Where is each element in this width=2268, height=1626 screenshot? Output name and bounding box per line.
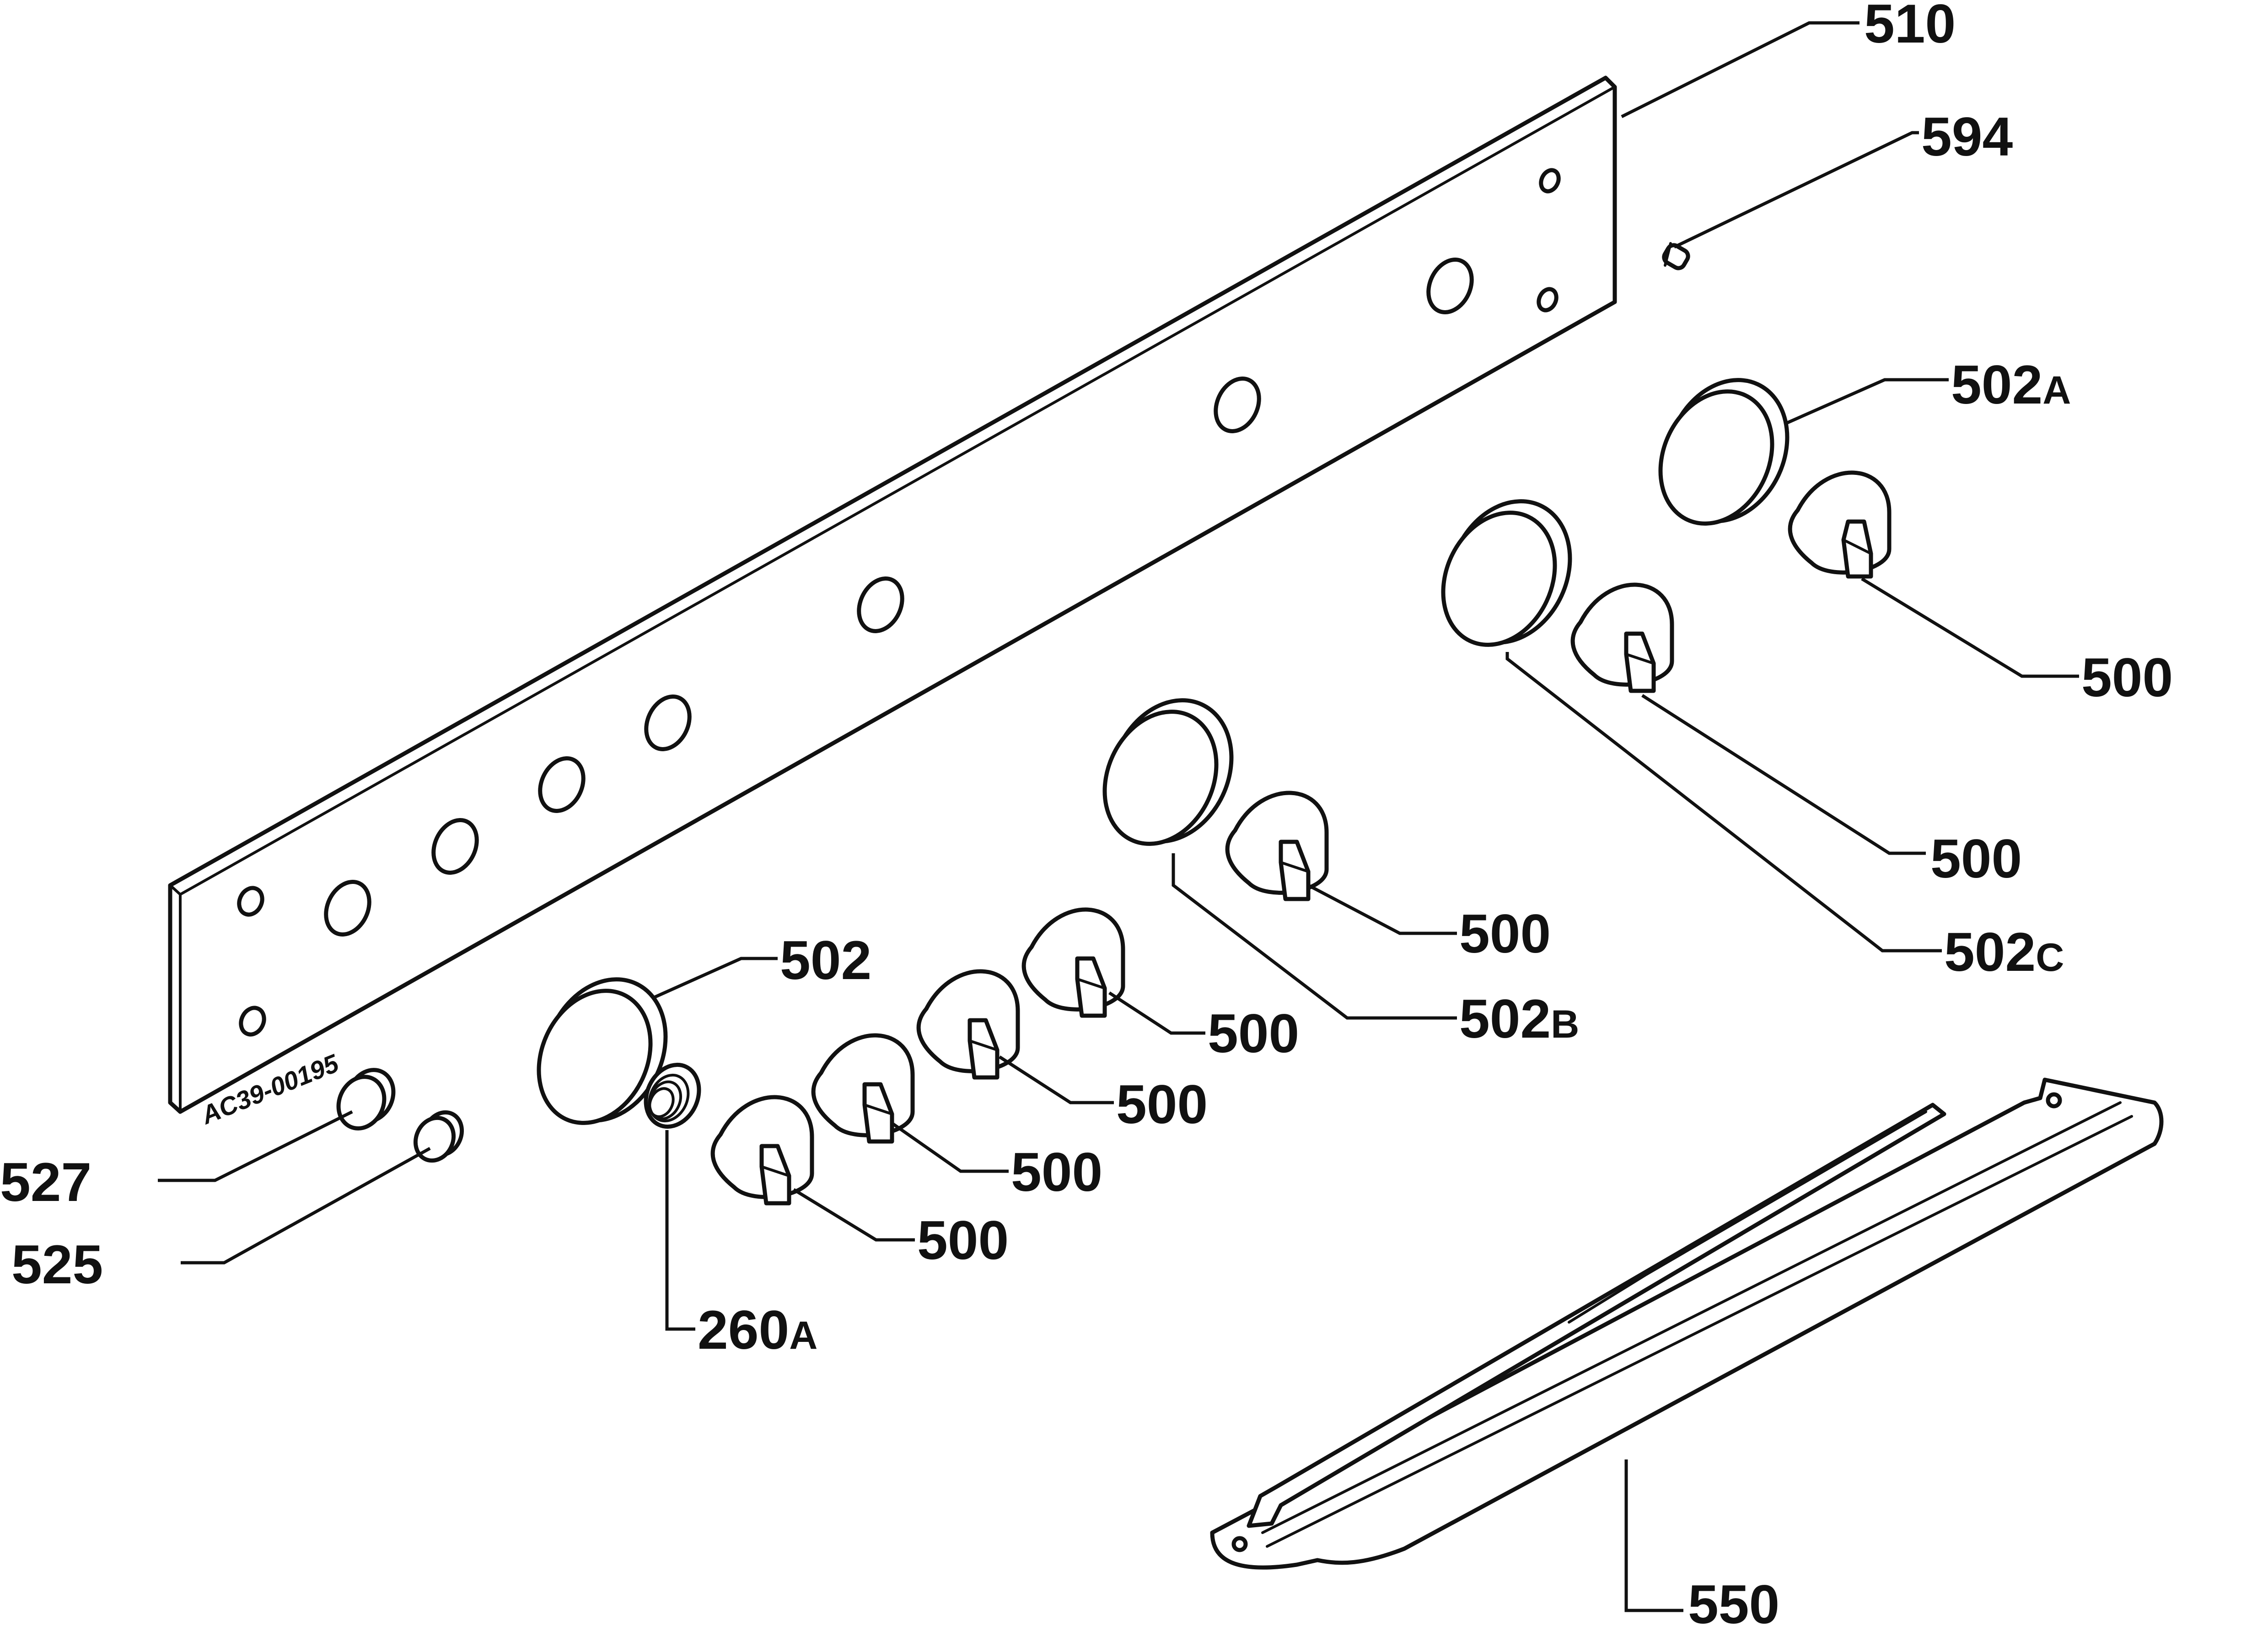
callout-594: 594	[1921, 106, 2013, 167]
callout-500: 500	[1011, 1141, 1102, 1203]
panel-hole	[1214, 377, 1261, 433]
callout-502c: 502C	[1944, 921, 2064, 983]
callout-500: 500	[1116, 1074, 1208, 1135]
panel-hole	[644, 695, 692, 751]
panel-hole	[857, 576, 904, 633]
trim-rail	[1210, 1077, 2164, 1570]
spring	[644, 1062, 701, 1129]
callout-500: 500	[1459, 903, 1551, 964]
control-knob	[1225, 791, 1329, 901]
control-knob	[1021, 907, 1125, 1018]
panel-hole	[324, 880, 371, 937]
callout-525: 525	[11, 1234, 103, 1295]
panel-hole	[1539, 168, 1561, 194]
panel-hole	[431, 818, 479, 875]
knob-cap-502c	[1441, 499, 1572, 647]
panel-hole	[1537, 287, 1559, 312]
callout-502a: 502A	[1951, 354, 2071, 415]
control-knob	[916, 969, 1020, 1080]
control-knob	[1788, 470, 1892, 579]
button-cap	[413, 1110, 464, 1163]
control-knob	[710, 1095, 814, 1206]
knob-cap-502a	[1658, 378, 1790, 526]
callout-500: 500	[917, 1210, 1009, 1271]
callout-510: 510	[1864, 0, 1956, 54]
callout-260a: 260A	[698, 1299, 817, 1361]
callout-502: 502	[780, 930, 871, 991]
knob-cap-502b	[1102, 698, 1234, 846]
control-knob	[1570, 582, 1674, 693]
callout-502b: 502B	[1459, 988, 1579, 1050]
callout-500: 500	[1208, 1003, 1299, 1064]
callout-527: 527	[0, 1152, 91, 1213]
screw	[1662, 242, 1690, 270]
callout-labels: 510 594 502A 500 500 502C 500 502B 502 5…	[0, 0, 2173, 1626]
control-panel: AC39-00195	[168, 75, 1617, 1130]
rail-hole	[2046, 1092, 2062, 1109]
panel-hole	[1426, 258, 1474, 314]
callout-500: 500	[1930, 828, 2022, 889]
knob-cap-502	[537, 977, 668, 1125]
leader-lines	[158, 21, 2079, 1612]
bushing	[336, 1068, 396, 1131]
callout-550: 550	[1688, 1574, 1779, 1626]
callout-500: 500	[2081, 647, 2173, 708]
panel-hole	[538, 756, 586, 813]
rail-hole	[1231, 1536, 1248, 1552]
panel-hole	[239, 1006, 266, 1037]
control-knob	[811, 1033, 915, 1144]
panel-hole	[237, 886, 264, 917]
